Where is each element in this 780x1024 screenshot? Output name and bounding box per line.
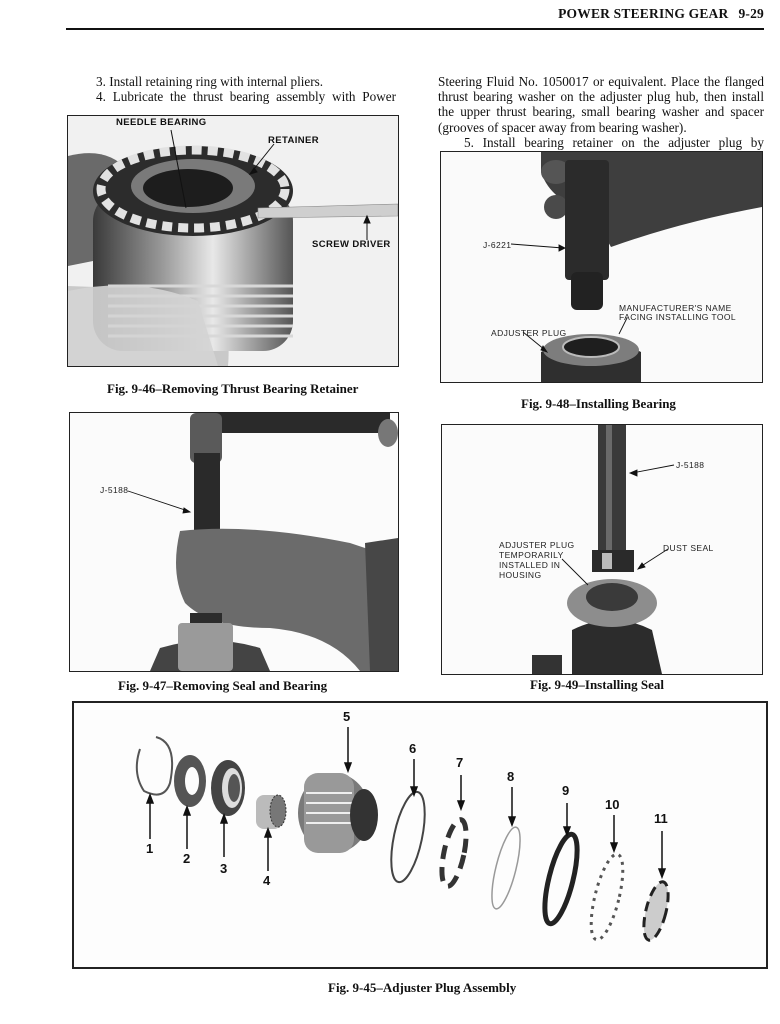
- callout-j-5188: J-5188: [100, 485, 129, 495]
- part-number-2: 2: [183, 851, 191, 866]
- callout-j-6221: J-6221: [483, 240, 512, 250]
- part-number-10: 10: [605, 797, 620, 812]
- part-number-8: 8: [507, 769, 515, 784]
- caption-fig-9-46: Fig. 9-46–Removing Thrust Bearing Retain…: [107, 381, 359, 396]
- part-number-9: 9: [562, 783, 570, 798]
- text-line: the upper thrust bearing, small bearing …: [438, 104, 764, 120]
- callout-dust-seal: DUST SEAL: [663, 543, 714, 553]
- installing-seal-photo: [442, 425, 762, 674]
- step-text: Install retaining ring with internal pli…: [109, 74, 324, 89]
- caption-fig-9-49: Fig. 9-49–Installing Seal: [530, 677, 664, 692]
- callout-manufacturers-name: MANUFACTURER'S NAME: [619, 303, 732, 313]
- callout-housing: HOUSING: [499, 570, 542, 580]
- text-line: thrust bearing washer on the adjuster pl…: [438, 89, 764, 105]
- callout-screw-driver: SCREW DRIVER: [312, 239, 391, 250]
- page-number: 9-29: [738, 6, 764, 21]
- callout-facing-installing-tool: FACING INSTALLING TOOL: [619, 312, 736, 322]
- figure-9-47: J-5188: [69, 412, 399, 672]
- callout-needle-bearing: NEEDLE BEARING: [116, 117, 207, 128]
- callout-j-5188: J-5188: [676, 460, 705, 470]
- installing-bearing-photo: [441, 152, 762, 382]
- step-4: 4. Lubricate the thrust bearing assembly…: [96, 89, 396, 104]
- exploded-parts-diagram: [74, 703, 766, 967]
- part-number-11: 11: [654, 811, 668, 826]
- caption-fig-9-48: Fig. 9-48–Installing Bearing: [521, 396, 676, 411]
- part-number-7: 7: [456, 755, 464, 770]
- part-number-1: 1: [146, 841, 154, 856]
- step-number: 4.: [96, 89, 106, 105]
- callout-temporarily: TEMPORARILY: [499, 550, 564, 560]
- figure-9-48: J-6221 MANUFACTURER'S NAME FACING INSTAL…: [440, 151, 763, 383]
- step-number: 3.: [96, 74, 106, 89]
- caption-fig-9-47: Fig. 9-47–Removing Seal and Bearing: [118, 678, 328, 693]
- callout-retainer: RETAINER: [268, 135, 320, 146]
- step-text: Lubricate the thrust bearing assembly wi…: [112, 89, 397, 105]
- step-5: 5. Install bearing retainer on the adjus…: [464, 134, 764, 150]
- callout-adjuster-plug: ADJUSTER PLUG: [491, 328, 567, 338]
- part-number-6: 6: [409, 741, 417, 756]
- step-3: 3. Install retaining ring with internal …: [96, 74, 396, 89]
- part-number-5: 5: [343, 709, 351, 724]
- part-number-3: 3: [220, 861, 228, 876]
- figure-9-45: 1 2 3 4 5 6 7 8 9 10 11: [72, 701, 768, 969]
- caption-fig-9-45: Fig. 9-45–Adjuster Plug Assembly: [328, 980, 517, 995]
- right-column-text: Steering Fluid No. 1050017 or equivalent…: [438, 74, 764, 150]
- page-header: POWER STEERING GEAR 9-29: [558, 6, 764, 22]
- removing-seal-photo: [70, 413, 398, 671]
- section-title: POWER STEERING GEAR: [558, 6, 729, 21]
- text-line: (grooves of spacer away from bearing was…: [438, 119, 687, 135]
- callout-installed-in: INSTALLED IN: [499, 560, 561, 570]
- part-number-4: 4: [263, 873, 271, 888]
- header-rule: [66, 28, 764, 30]
- figure-9-46: NEEDLE BEARING RETAINER SCREW DRIVER: [67, 115, 399, 367]
- left-column-text: 3. Install retaining ring with internal …: [96, 74, 396, 104]
- text-line: Steering Fluid No. 1050017 or equivalent…: [438, 74, 764, 89]
- figure-9-49: J-5188 ADJUSTER PLUG TEMPORARILY INSTALL…: [441, 424, 763, 675]
- thrust-bearing-photo: [68, 116, 398, 366]
- callout-adjuster-plug: ADJUSTER PLUG: [499, 540, 575, 550]
